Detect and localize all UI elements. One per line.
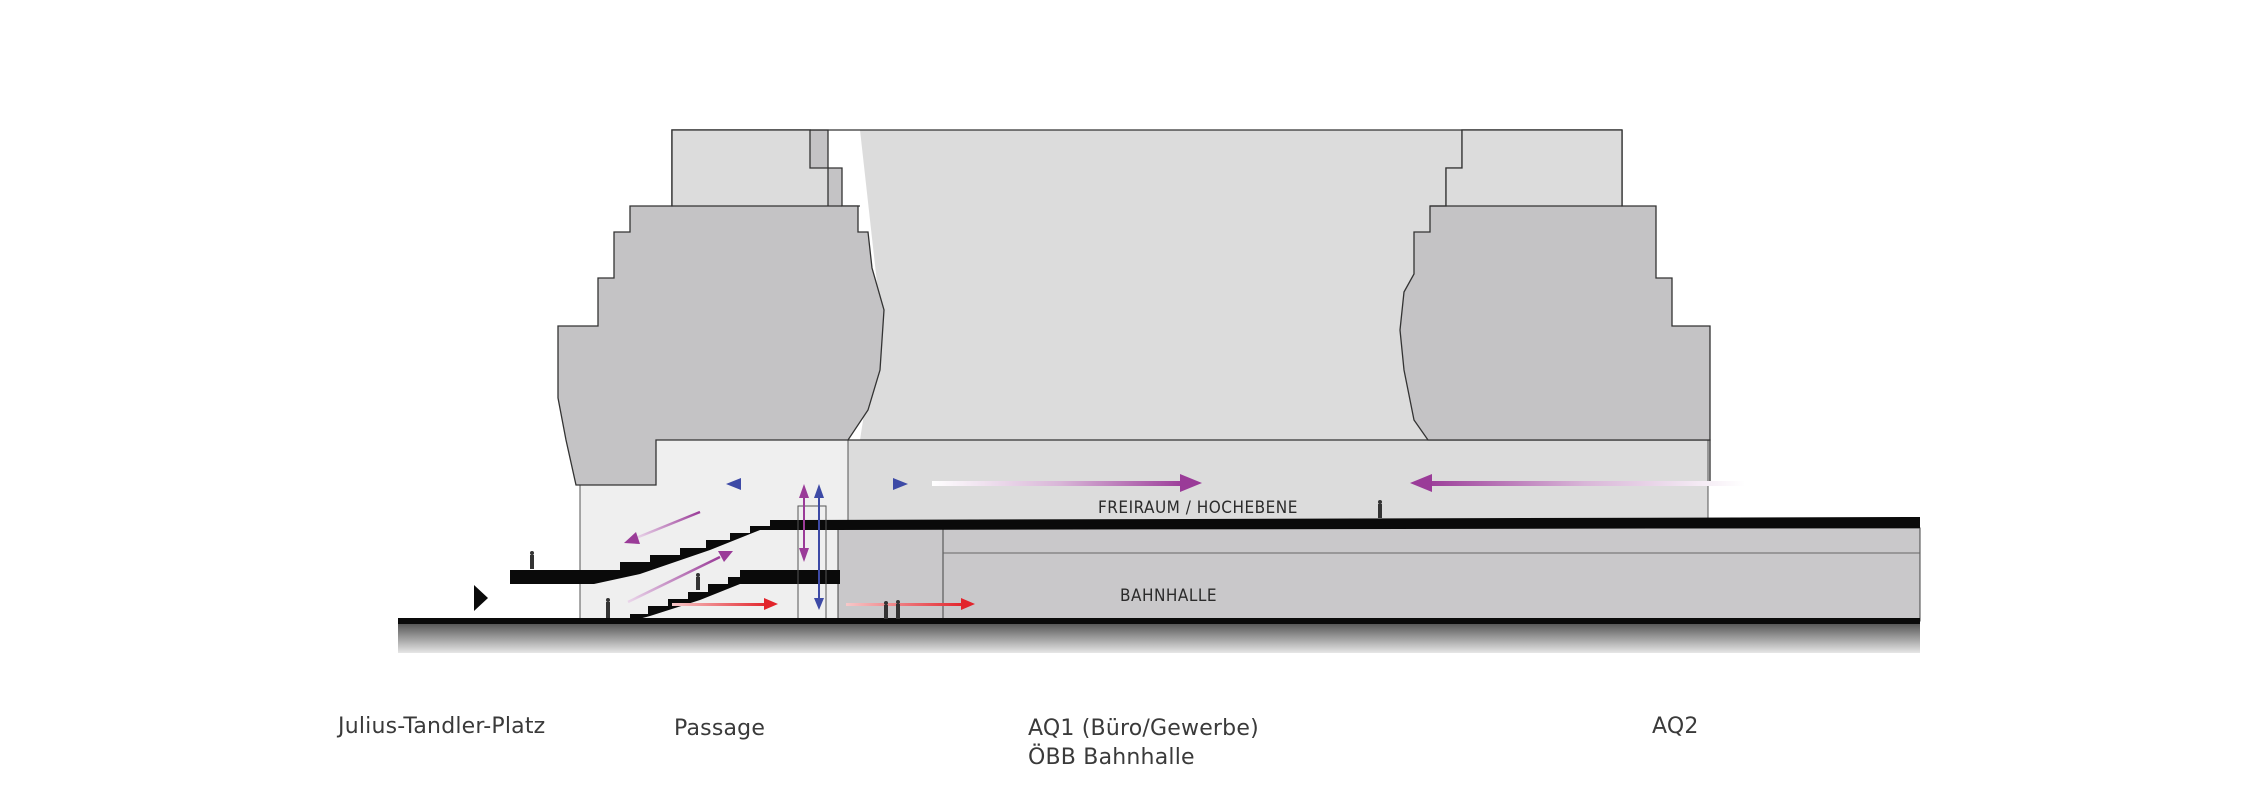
- red-arrow-1: [672, 603, 768, 606]
- red-arrowhead-2: [961, 598, 975, 610]
- freiraum-label: FREIRAUM / HOCHEBENE: [1098, 498, 1298, 518]
- freiraum-slab: [798, 517, 1920, 530]
- ground-band: [398, 621, 1920, 653]
- left-tower-crown: [671, 129, 842, 207]
- caption-aq2: AQ2: [1652, 714, 1699, 739]
- person-figure: [884, 601, 888, 619]
- caption-aq1-line2: ÖBB Bahnhalle: [1028, 745, 1195, 770]
- purple-arrow-right: [932, 481, 1187, 486]
- bahnhalle-block: [837, 527, 1921, 622]
- elevator-down-arrowhead: [814, 598, 824, 610]
- purple-arrowhead-left: [1410, 474, 1432, 492]
- flow-arrows: [624, 474, 1745, 610]
- person-figure: [696, 573, 700, 590]
- caption-passage: Passage: [674, 716, 766, 741]
- caption-julius-tandler-platz: Julius-Tandler-Platz: [338, 714, 546, 739]
- lower-stairs: [612, 577, 740, 624]
- bahnhalle-label: BAHNHALLE: [1120, 586, 1217, 606]
- left-platform-slab: [510, 570, 594, 584]
- mid-landing-slab: [740, 570, 840, 584]
- left-tower-outline: [557, 129, 885, 486]
- person-figure: [1378, 500, 1382, 518]
- purple-arrowhead-right: [1180, 474, 1202, 492]
- purple-vertical-arrowhead-up: [799, 484, 809, 498]
- right-tower-crown: [1430, 129, 1623, 207]
- blue-arrowhead-left: [726, 478, 741, 490]
- purple-diag-arrow-2: [627, 555, 721, 604]
- elevator-up-arrowhead: [814, 484, 824, 498]
- upper-stairs: [594, 520, 798, 584]
- purple-diag-arrow-1: [635, 510, 701, 540]
- purple-diag-arrowhead-2: [718, 551, 733, 562]
- red-arrow-2: [846, 603, 964, 606]
- caption-aq1-line1: AQ1 (Büro/Gewerbe): [1028, 716, 1259, 741]
- person-figure: [606, 598, 610, 618]
- person-figure: [896, 600, 900, 619]
- entry-triangle-icon: [474, 585, 488, 611]
- purple-diag-arrowhead-1: [624, 532, 640, 544]
- person-figure: [530, 551, 534, 569]
- people-figures: [530, 500, 1382, 619]
- blue-arrowhead-right: [893, 478, 908, 490]
- ground-slab: [398, 618, 1920, 624]
- red-arrowhead-1: [764, 598, 778, 610]
- purple-vertical-arrowhead-down: [799, 548, 809, 562]
- purple-arrow-left: [1425, 481, 1745, 486]
